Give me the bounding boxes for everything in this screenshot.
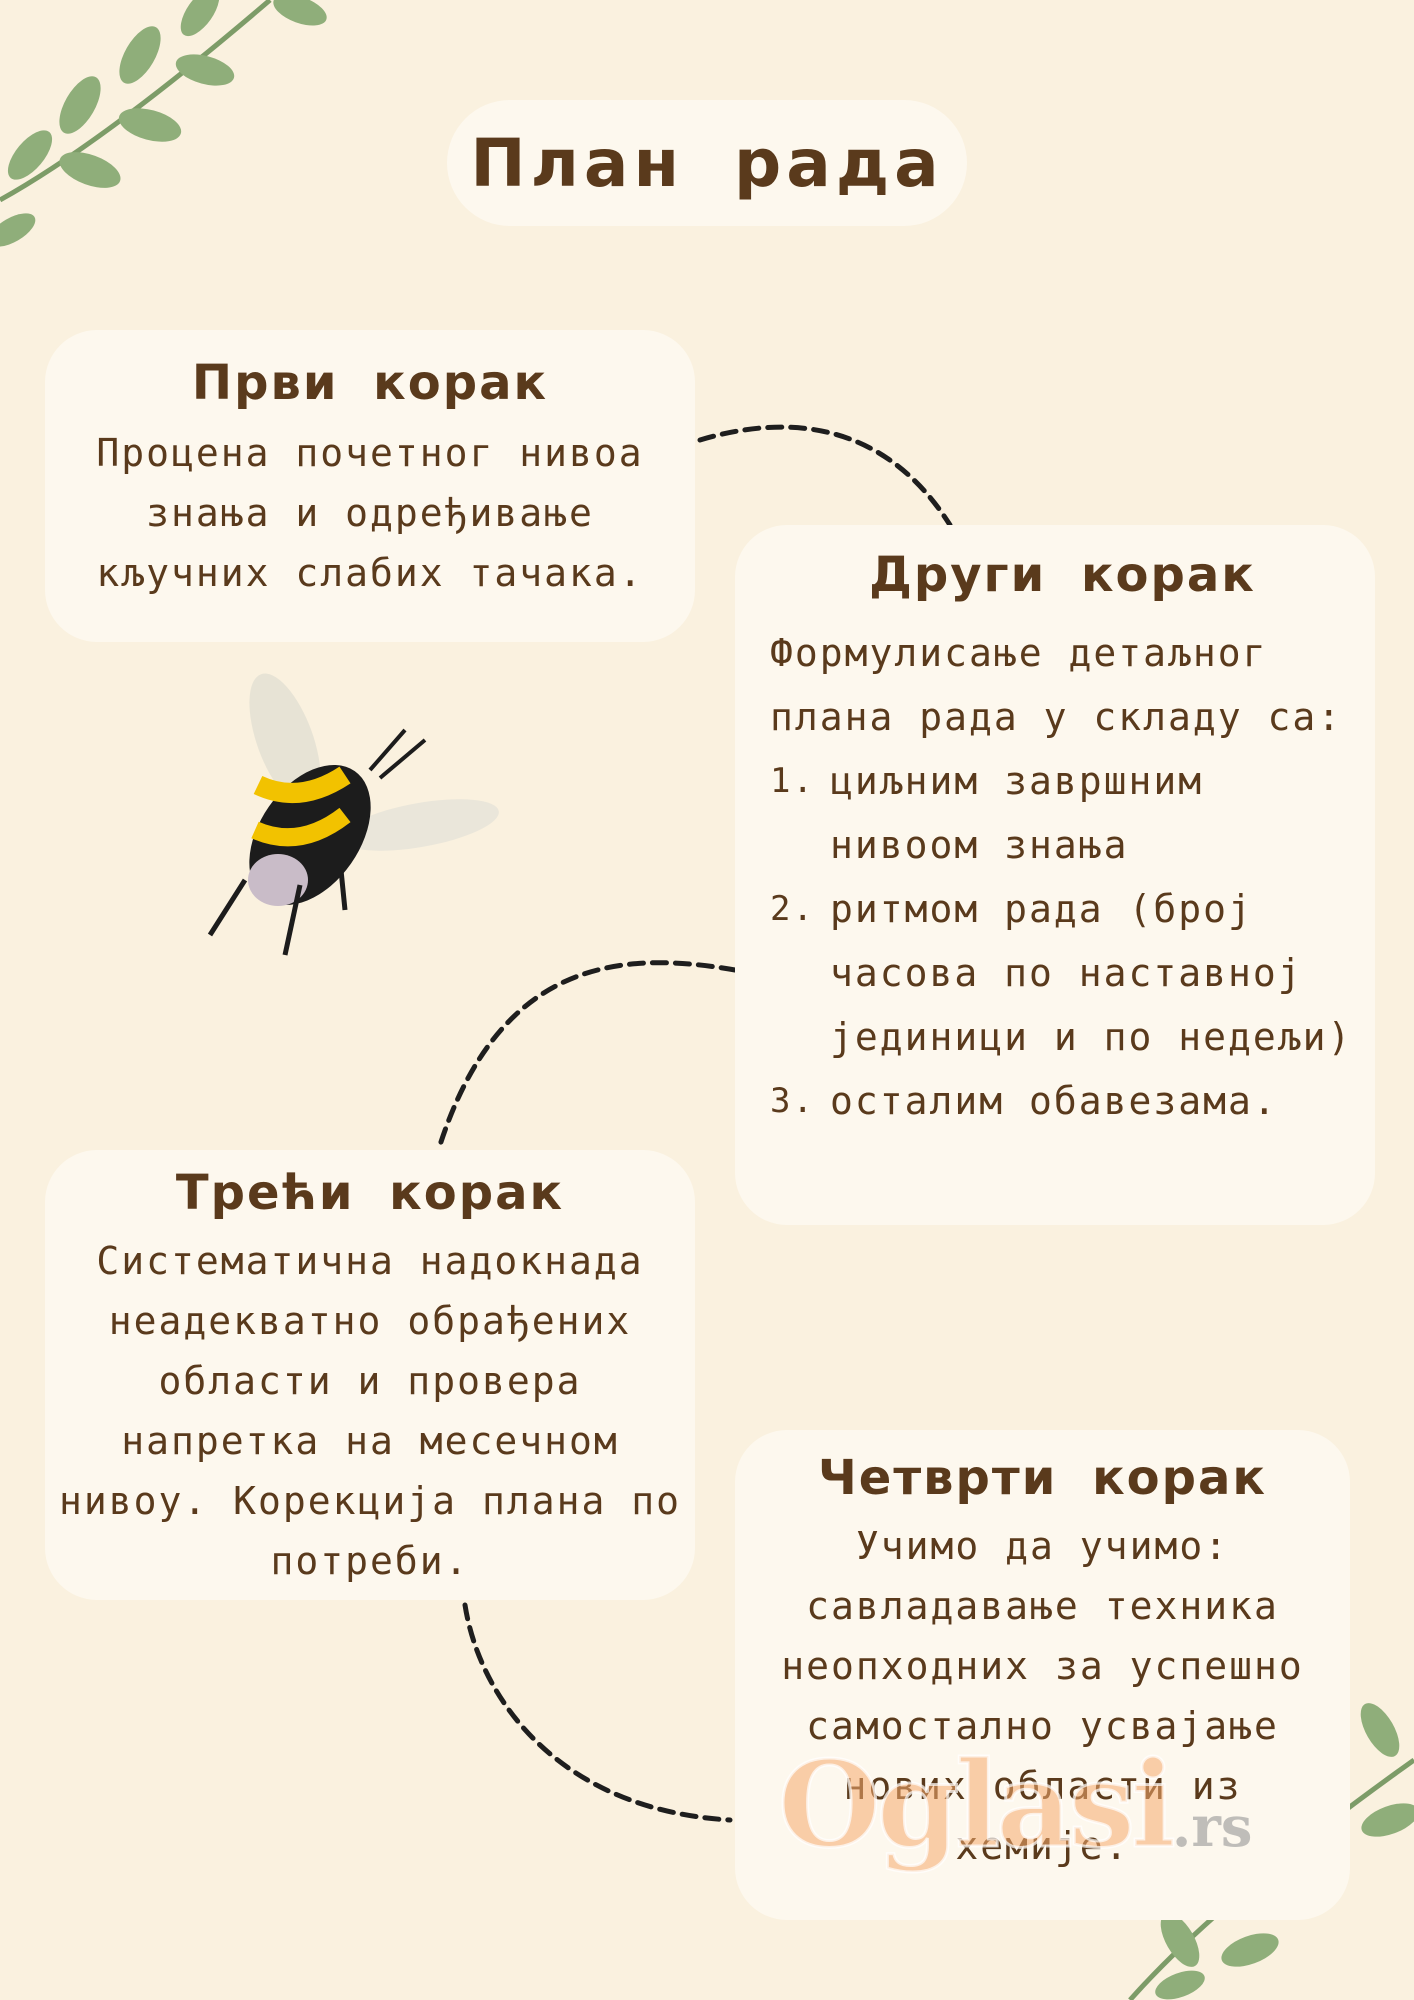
page-title: План рада: [470, 124, 944, 202]
step-heading: Трећи корак: [175, 1165, 565, 1221]
step-card-4: Четврти корак Учимо да учимо: савладавањ…: [735, 1430, 1350, 1920]
step-text: Учимо да учимо: савладавање техника неоп…: [781, 1524, 1304, 1868]
list-text: ритмом рада (број часова по наставној је…: [830, 887, 1353, 1059]
list-item: 3. осталим обавезама.: [770, 1069, 1365, 1133]
bee-icon: [207, 673, 499, 956]
leaf-branch-icon: [0, 0, 327, 247]
step-list: 1. циљним завршним нивоом знања 2. ритмо…: [760, 749, 1365, 1133]
list-text: циљним завршним нивоом знања: [830, 759, 1204, 867]
list-item: 2. ритмом рада (број часова по наставној…: [770, 877, 1365, 1069]
list-item: 1. циљним завршним нивоом знања: [770, 749, 1365, 877]
watermark-brand: Oglasi: [777, 1734, 1178, 1876]
step-text: Процена почетног нивоа знања и одређивањ…: [96, 431, 644, 595]
step-card-3: Трећи корак Систематична надокнада неаде…: [45, 1150, 695, 1600]
list-number: 3.: [770, 1081, 815, 1121]
step-card-1: Први корак Процена почетног нивоа знања …: [45, 330, 695, 642]
step-intro: Формулисање детаљног плана рада у складу…: [770, 631, 1343, 739]
dashed-connector: [437, 424, 953, 1823]
step-heading: Први корак: [191, 355, 549, 411]
step-heading: Четврти корак: [818, 1450, 1267, 1506]
title-pill: План рада: [447, 100, 967, 226]
watermark-suffix: .rs: [1171, 1794, 1253, 1860]
watermark-logo: Oglasi.rs: [777, 1734, 1253, 1876]
list-number: 2.: [770, 889, 815, 929]
step-card-2: Други корак Формулисање детаљног плана р…: [735, 525, 1375, 1225]
list-number: 1.: [770, 761, 815, 801]
step-text: Систематична надокнада неадекватно обрађ…: [59, 1239, 681, 1583]
list-text: осталим обавезама.: [830, 1079, 1278, 1123]
step-heading: Други корак: [869, 547, 1256, 603]
